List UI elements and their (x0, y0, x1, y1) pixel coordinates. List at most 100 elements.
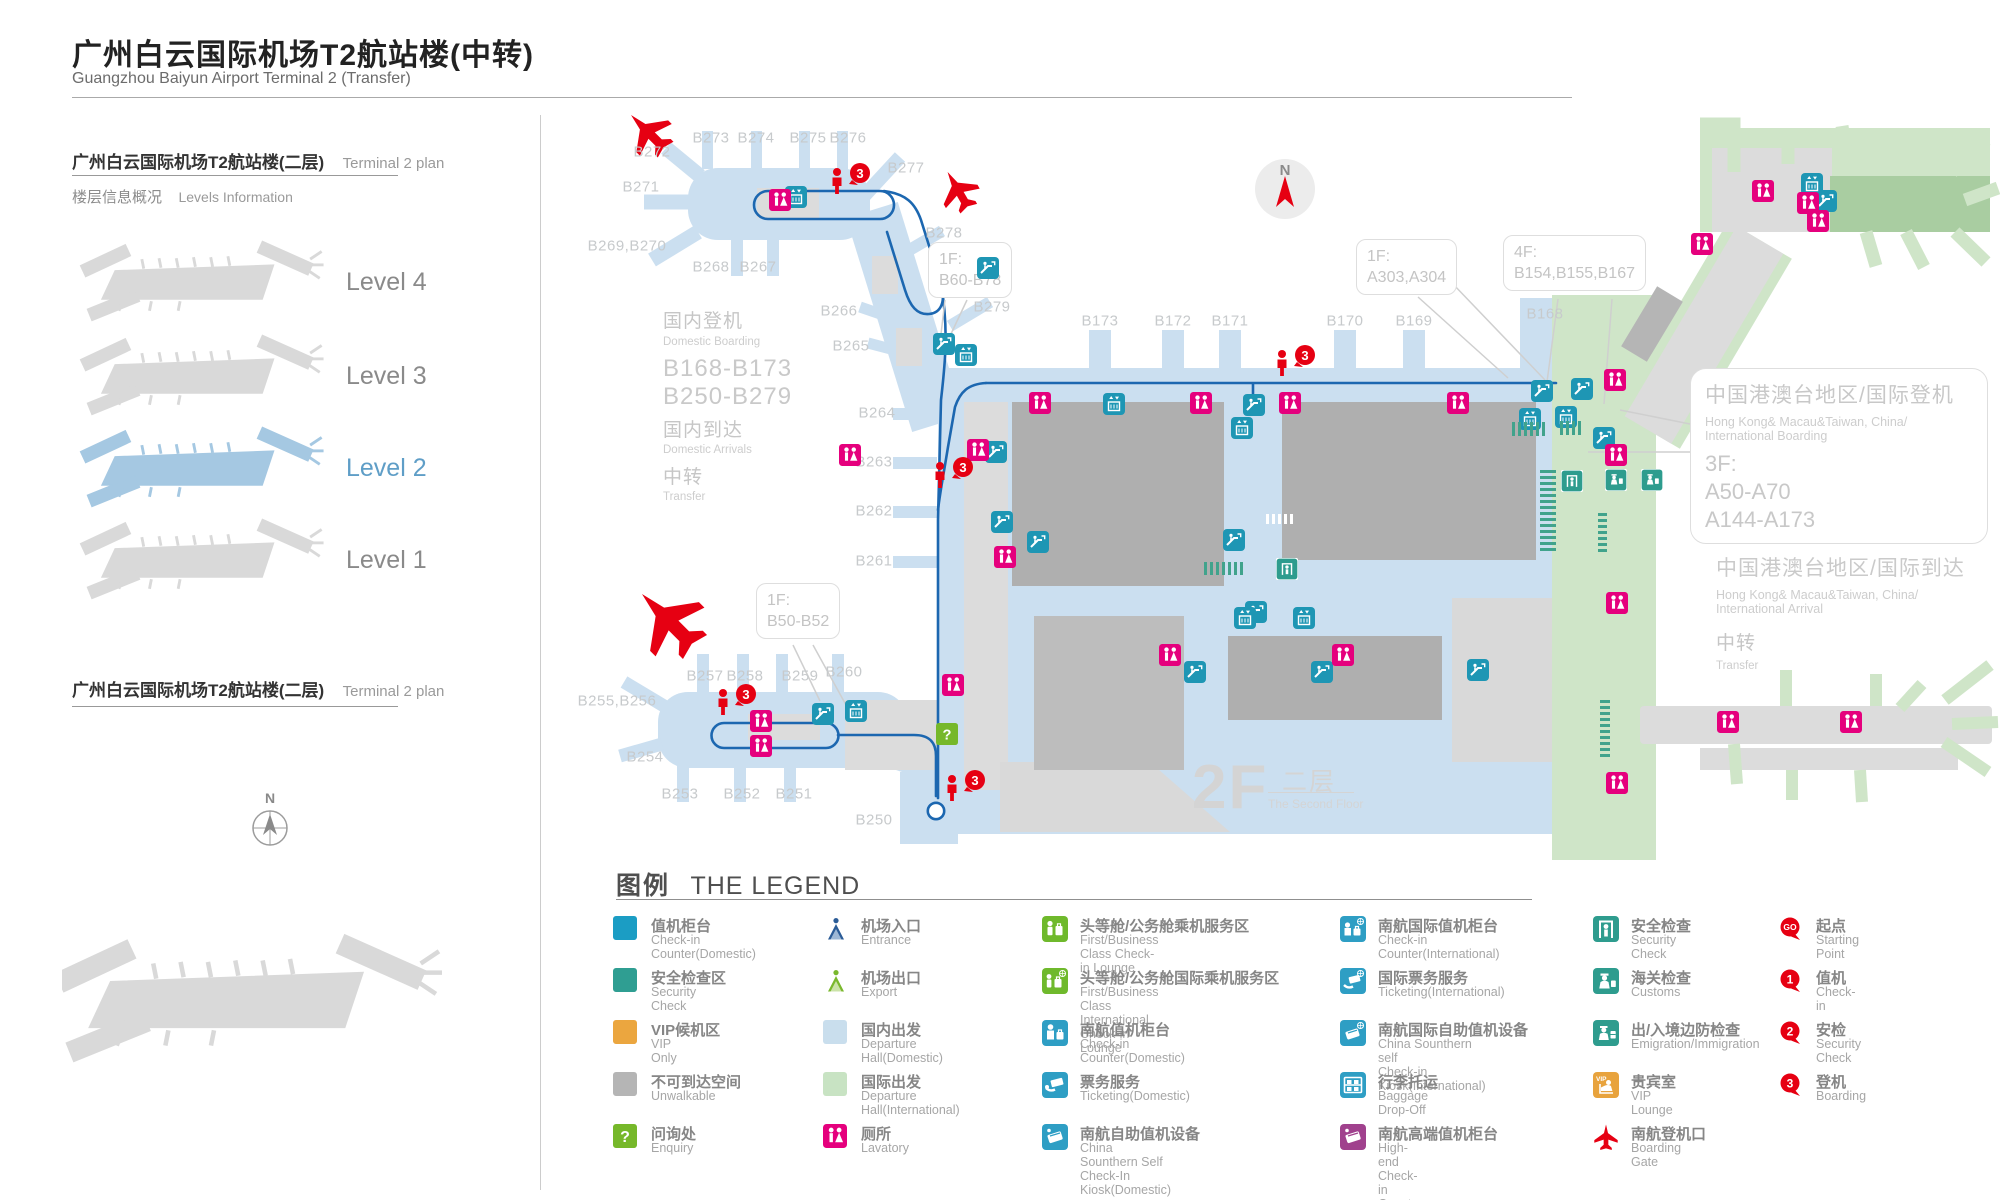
gate-label-B168: B168 (1526, 305, 1564, 323)
gate-label-B276: B276 (829, 129, 867, 147)
legend-icon-chk2 (1340, 916, 1366, 942)
callout-a303-floor: 1F: (1367, 248, 1391, 265)
callout-a303: 1F: A303,A304 (1356, 239, 1458, 295)
elevator-icon (1103, 393, 1125, 415)
level-label[interactable]: Level 2 (346, 454, 427, 482)
domestic-arrivals-en: Domestic Arrivals (663, 443, 752, 456)
svg-text:3: 3 (959, 460, 966, 475)
enquiry-icon: ? (936, 723, 958, 745)
svg-text:3: 3 (1301, 348, 1308, 363)
legend-icon-sq (613, 1020, 637, 1044)
escalator-icon (1027, 531, 1049, 553)
elevator-icon (785, 186, 807, 208)
legend-icon-immL (1593, 1020, 1619, 1046)
level-label[interactable]: Level 3 (346, 362, 427, 390)
legend-label-en: Departure Hall(International) (861, 1089, 960, 1117)
legend-label-en: Check-in Counter(International) (1378, 933, 1500, 961)
lavatory-icon (1716, 710, 1739, 733)
legend-label-zh: 南航自助值机设备 (1080, 1126, 1201, 1143)
gate-label-B279: B279 (973, 298, 1011, 316)
callout-b154-gates: B154,B155,B167 (1514, 265, 1635, 282)
elevator-icon (845, 700, 867, 722)
unwalkable-blocks (748, 188, 1582, 832)
gate-label-B250: B250 (855, 811, 893, 829)
callout-b60-floor: 1F: (939, 251, 963, 268)
level-item-level-4[interactable]: Level 4 (70, 238, 450, 330)
airplane-icon (631, 115, 980, 660)
legend-label-zh: 南航国际自助值机设备 (1378, 1022, 1529, 1039)
escalator-icon (991, 511, 1013, 533)
escalator-icon (1243, 394, 1265, 416)
boarding-step-3-marker: 3 (828, 162, 876, 204)
gate-label-B253: B253 (661, 785, 699, 803)
svg-text:?: ? (620, 1129, 630, 1146)
elevator-icon (1231, 417, 1253, 439)
legend-label-en: VIP Only (651, 1037, 677, 1065)
legend-icon-sgate (1593, 916, 1619, 942)
legend-label-en: VIP Lounge (1631, 1089, 1673, 1117)
lavatory-icon (1690, 232, 1713, 255)
legend-label-en: Check-in Counter(Domestic) (651, 933, 756, 961)
escalator-icon (1467, 659, 1489, 681)
lavatory-icon (1751, 179, 1774, 202)
transfer-en: Transfer (663, 491, 706, 503)
lavatory-icon (768, 188, 791, 211)
level-item-level-3[interactable]: Level 3 (70, 332, 450, 424)
legend-icon-bGO: GO (1778, 916, 1804, 942)
intl-boarding-range1: A50-A70 (1705, 479, 1791, 504)
legend-icon-enq: ? (613, 1124, 637, 1148)
legend-icon-sq (613, 1072, 637, 1096)
intl-arrival-note: 中国港澳台地区/国际到达 Hong Kong& Macau&Taiwan, Ch… (1716, 552, 1965, 672)
lavatory-icon (838, 443, 861, 466)
gate-label-B275: B275 (789, 129, 827, 147)
elevator-icon (955, 344, 977, 366)
legend-label-en: Export (861, 985, 898, 999)
gate-label-B262: B262 (855, 502, 893, 520)
header-divider (72, 97, 1572, 98)
legend-label-zh: 南航登机口 (1631, 1126, 1707, 1143)
gate-label-B259: B259 (781, 667, 819, 685)
level-label[interactable]: Level 4 (346, 268, 427, 296)
sidebar-rule (72, 175, 398, 176)
lavatory-icon (941, 673, 964, 696)
legend-icon-sq (613, 968, 637, 992)
sidebar-plan2-heading: 广州白云国际机场T2航站楼(二层) Terminal 2 plan (72, 676, 444, 701)
svg-text:3: 3 (856, 166, 863, 181)
legend-label-zh: 登机 (1816, 1074, 1847, 1091)
level-item-level-2[interactable]: Level 2 (70, 424, 450, 516)
legend-label-en: First/Business Class International Check… (1080, 985, 1159, 1055)
gate-label-B273: B273 (692, 129, 730, 147)
intl-boarding-en2: International Boarding (1705, 429, 1828, 443)
gate-label-B261: B261 (855, 552, 893, 570)
gate-label-B271: B271 (622, 178, 660, 196)
immigration-icon (1604, 468, 1628, 492)
legend-label-zh: 不可到达空间 (651, 1074, 742, 1091)
legend-label-zh: 南航国际值机柜台 (1378, 918, 1499, 935)
legend-label-zh: 值机柜台 (651, 918, 712, 935)
svg-text:3: 3 (1787, 1077, 1794, 1091)
intl-boarding-zh: 中国港澳台地区/国际登机 (1705, 384, 1954, 407)
legend-label-en: Security Check (1816, 1037, 1862, 1065)
floor-mark-zh: 二层 (1282, 768, 1337, 796)
level-item-level-1[interactable]: Level 1 (70, 516, 450, 608)
legend-icon-kskp (1340, 1124, 1366, 1150)
legend-icon-lng (1042, 916, 1068, 942)
gate-label-B169: B169 (1395, 312, 1433, 330)
legend-rule (616, 899, 1532, 900)
lavatory-icon (1604, 443, 1627, 466)
legend-title: 图例 THE LEGEND (616, 866, 860, 902)
callout-b154-floor: 4F: (1514, 244, 1538, 261)
level-label[interactable]: Level 1 (346, 546, 427, 574)
legend-label-zh: 票务服务 (1080, 1074, 1141, 1091)
map-compass-n: N (1279, 162, 1291, 179)
level-silhouette (78, 518, 330, 611)
callout-b50: 1F: B50-B52 (756, 583, 841, 639)
legend-icon-ksk2 (1340, 1020, 1366, 1046)
levels-heading-zh: 楼层信息概况 (72, 189, 163, 206)
intl-arrival-en2: International Arrival (1716, 602, 1824, 616)
gate-label-B257: B257 (686, 667, 724, 685)
gate-label-B252: B252 (723, 785, 761, 803)
plan2-heading-zh: 广州白云国际机场T2航站楼(二层) (72, 681, 325, 700)
elevator-icon (1801, 173, 1823, 195)
